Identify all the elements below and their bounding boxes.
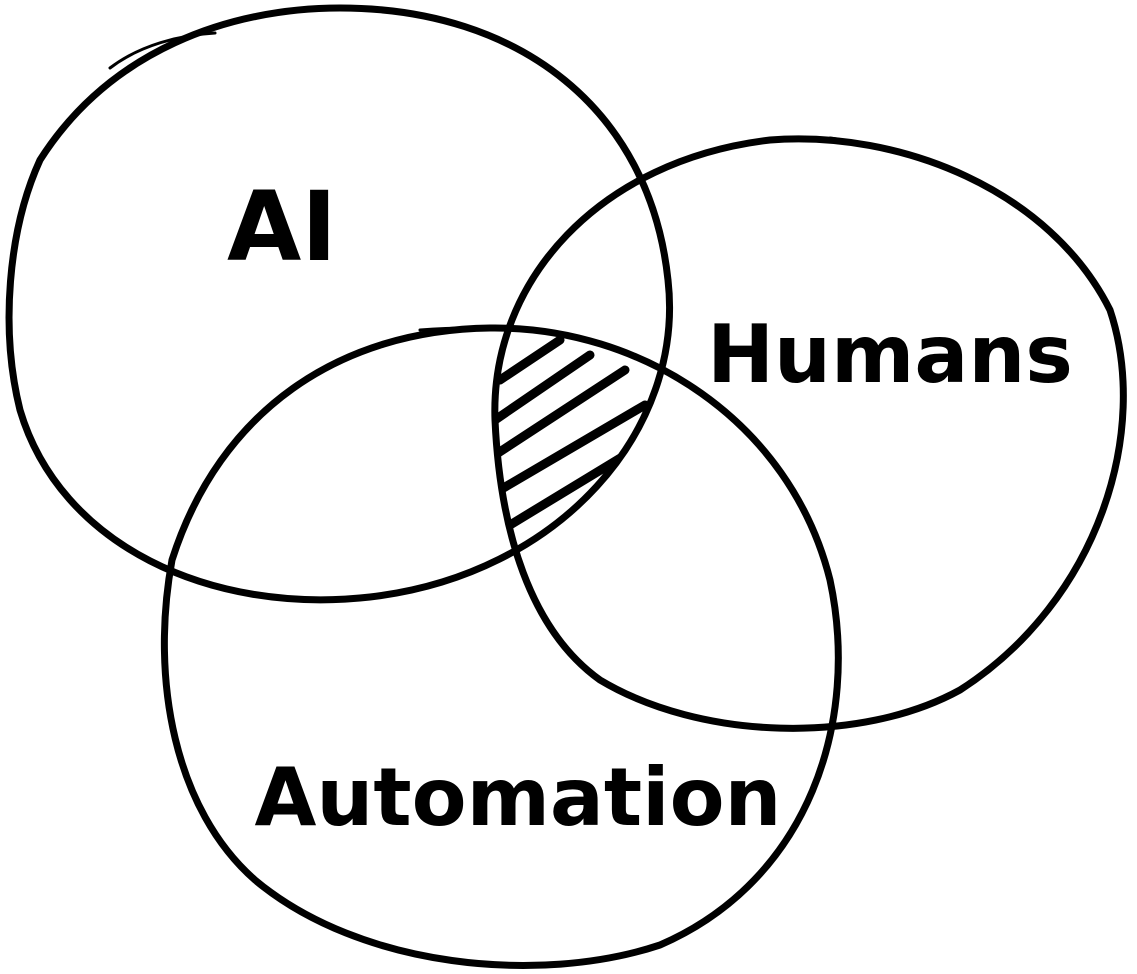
- set-humans: [491, 135, 1127, 732]
- label-ai: AI: [227, 171, 337, 283]
- label-humans: Humans: [707, 308, 1073, 401]
- hatch-line-3: [494, 365, 630, 460]
- hatch-line-4: [495, 400, 650, 495]
- humans-circle-sketch-stroke: [828, 136, 952, 172]
- humans-circle: [491, 135, 1127, 732]
- hatch-line-2: [494, 350, 595, 425]
- set-automation: [160, 324, 842, 969]
- hatch-line-6: [515, 475, 645, 560]
- set-ai: [5, 4, 673, 604]
- ai-circle: [5, 4, 673, 604]
- automation-circle: [160, 324, 842, 969]
- ai-circle-sketch-stroke: [108, 31, 217, 70]
- automation-circle-sketch-stroke: [418, 326, 562, 337]
- label-automation: Automation: [255, 751, 782, 844]
- hatch-line-5: [505, 435, 655, 530]
- hatch-line-1: [495, 335, 565, 385]
